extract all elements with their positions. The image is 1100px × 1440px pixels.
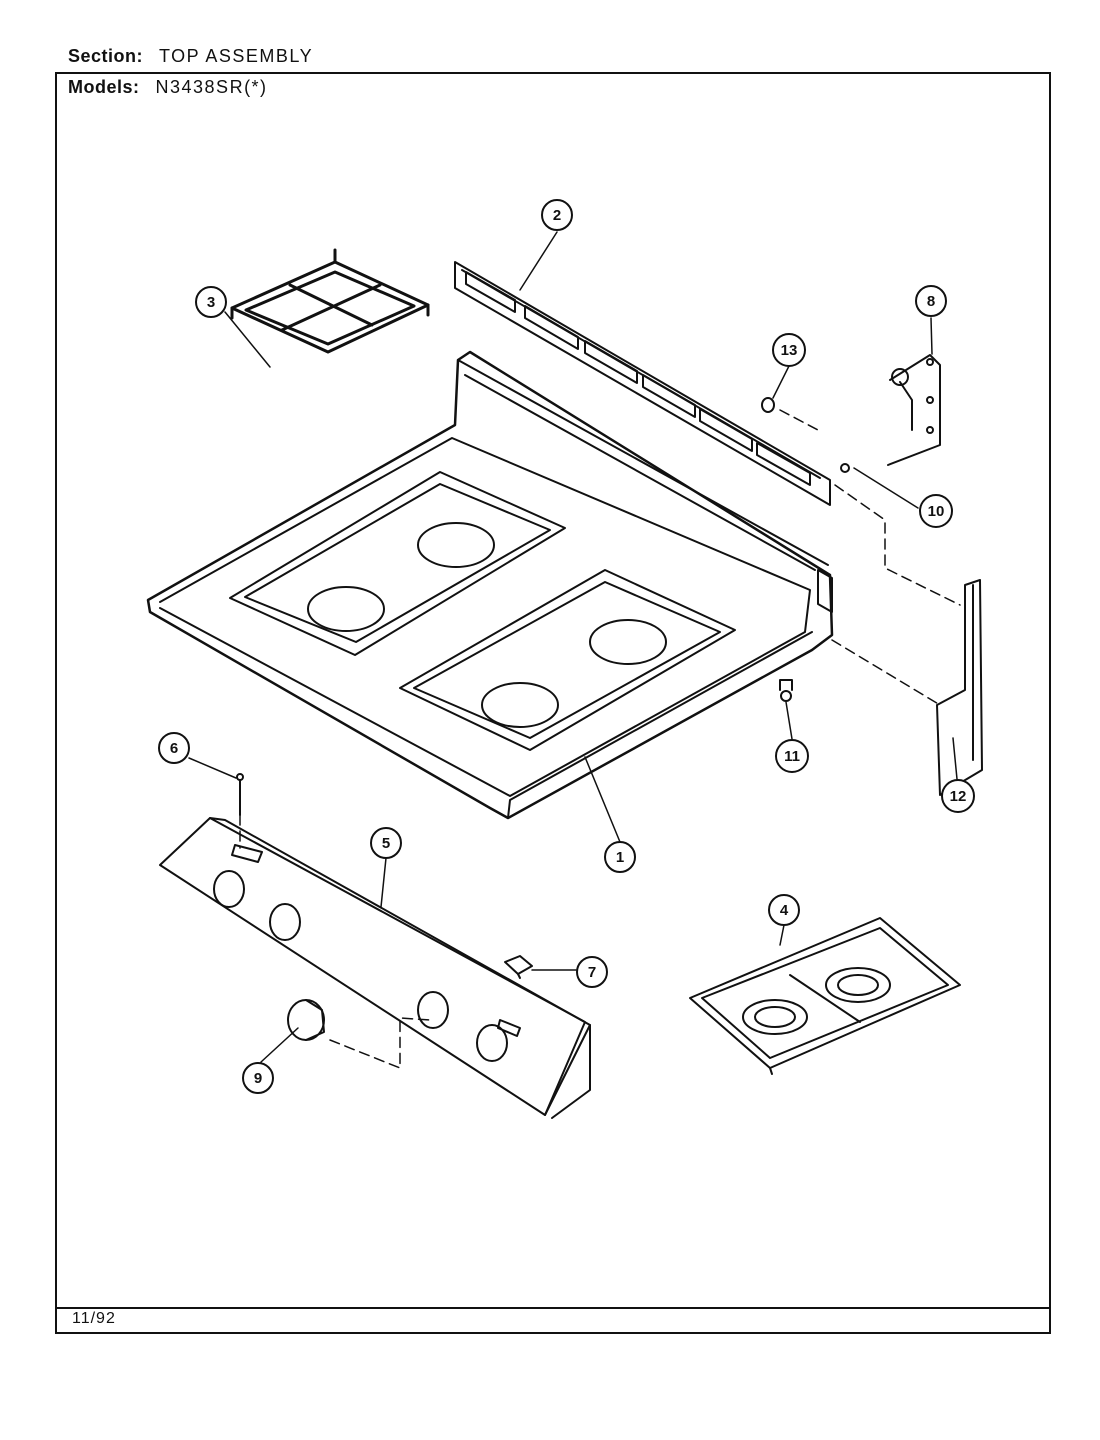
section-line: Section: TOP ASSEMBLY [68, 46, 313, 67]
section-value: TOP ASSEMBLY [159, 46, 314, 66]
callout-label-1: 1 [616, 849, 624, 866]
callout-3: 3 [195, 286, 227, 318]
callout-5: 5 [370, 827, 402, 859]
callout-label-12: 12 [950, 788, 967, 805]
callout-label-13: 13 [781, 342, 798, 359]
callout-label-2: 2 [553, 207, 561, 224]
side-trim [936, 579, 983, 796]
burner-grate [230, 248, 430, 354]
callout-11: 11 [775, 739, 809, 773]
callout-6: 6 [158, 732, 190, 764]
callout-12: 12 [941, 779, 975, 813]
control-panel [159, 817, 591, 1119]
callout-10: 10 [919, 494, 953, 528]
callout-label-5: 5 [382, 835, 390, 852]
footer-divider [55, 1307, 1051, 1309]
drip-tray [689, 917, 961, 1075]
callout-7: 7 [576, 956, 608, 988]
callout-2: 2 [541, 199, 573, 231]
callout-label-10: 10 [928, 503, 945, 520]
clip-part-11 [779, 679, 793, 702]
callout-label-3: 3 [207, 294, 215, 311]
cooktop-main-top [146, 350, 834, 820]
callout-label-11: 11 [784, 748, 800, 765]
callout-label-6: 6 [170, 740, 178, 757]
callout-8: 8 [915, 285, 947, 317]
callout-13: 13 [772, 333, 806, 367]
models-line: Models: N3438SR(*) [68, 77, 268, 98]
hinge-bracket [887, 354, 941, 466]
leader-lines [188, 231, 958, 1063]
revision-date: 11/92 [72, 1310, 116, 1327]
callout-1: 1 [604, 841, 636, 873]
callout-label-4: 4 [780, 902, 789, 919]
vent-grille [454, 261, 831, 506]
callout-9: 9 [242, 1062, 274, 1094]
models-label: Models: [68, 77, 140, 97]
screw-part-6 [236, 773, 244, 816]
callout-4: 4 [768, 894, 800, 926]
drawing-frame [55, 72, 1051, 1334]
section-label: Section: [68, 46, 144, 66]
callout-label-7: 7 [588, 964, 596, 981]
callout-label-8: 8 [927, 293, 935, 310]
control-knob [287, 999, 325, 1041]
indicator-lens [504, 955, 533, 979]
callout-label-9: 9 [254, 1070, 262, 1087]
clip-part-13 [761, 397, 775, 413]
models-value: N3438SR(*) [155, 77, 268, 97]
screw-part-10 [840, 463, 850, 473]
assembly-phantom-lines [239, 409, 961, 1069]
